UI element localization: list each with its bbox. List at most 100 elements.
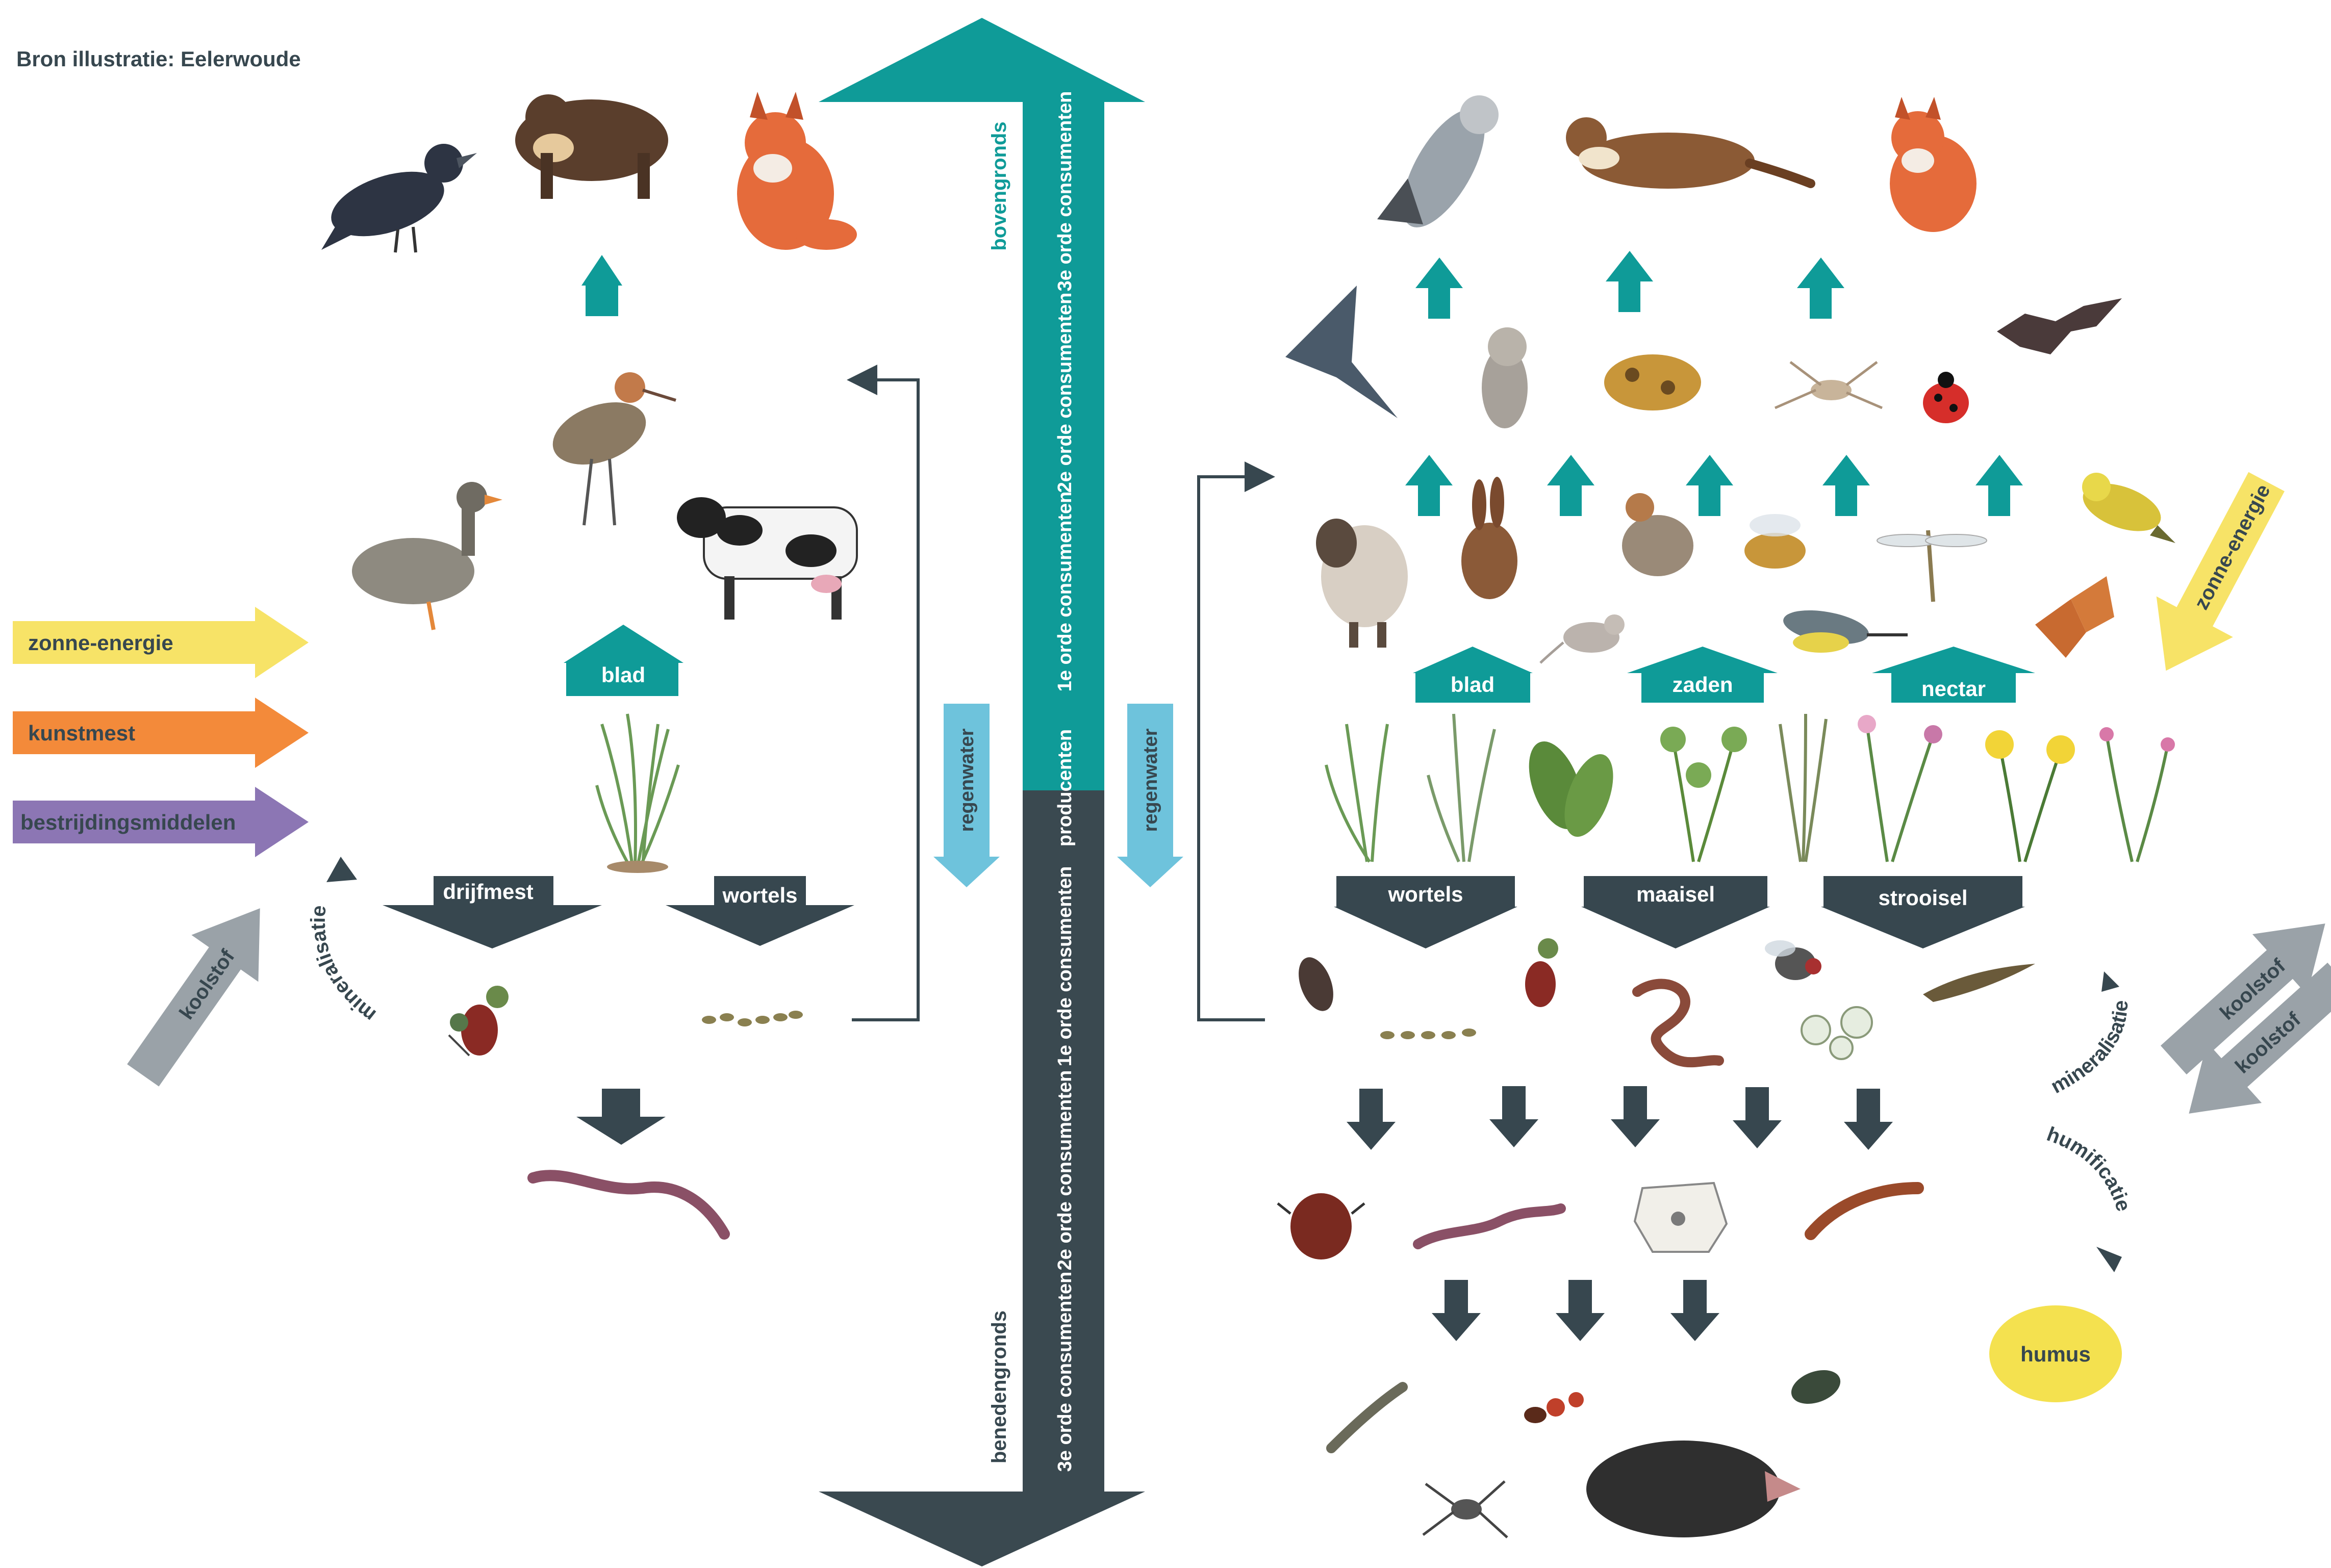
bee-icon bbox=[1744, 514, 1806, 569]
ladybird-icon bbox=[1923, 372, 1969, 423]
sun-input-arrow: zonne-energie bbox=[13, 607, 309, 678]
fly-icon bbox=[1765, 940, 1821, 980]
right-rainwater-label: regenwater bbox=[1140, 728, 1161, 832]
right-down-arrow-8 bbox=[1670, 1280, 1719, 1341]
flower-mix-icon bbox=[1858, 715, 1942, 862]
left-rainwater-label: regenwater bbox=[956, 728, 978, 832]
right-mineralisation: mineralisatie bbox=[2047, 971, 2132, 1098]
right-up-arrow-6 bbox=[1686, 455, 1733, 516]
centipede-icon bbox=[1811, 1188, 1918, 1234]
right-feedback-line bbox=[1199, 477, 1265, 1020]
seeds-label: zaden bbox=[1672, 673, 1733, 697]
level-third-below: 3e orde consumenten bbox=[1054, 1272, 1076, 1472]
right-sun-arrow: zonne-energie bbox=[2127, 461, 2304, 691]
sheep-icon bbox=[1316, 519, 1408, 648]
left-down-arrow bbox=[576, 1089, 666, 1145]
frog-icon bbox=[1604, 354, 1701, 410]
butterfly-icon bbox=[2035, 576, 2114, 658]
axis-up-arrowhead bbox=[819, 18, 1145, 102]
svg-text:humificatie: humificatie bbox=[2044, 1123, 2135, 1214]
svg-text:mineralisatie: mineralisatie bbox=[2047, 1000, 2132, 1098]
right-leaf-label: blad bbox=[1451, 673, 1494, 697]
humus-label: humus bbox=[2020, 1342, 2091, 1366]
left-rainwater-arrow: regenwater bbox=[933, 704, 1000, 887]
fertilizer-input-arrow: kunstmest bbox=[13, 698, 309, 768]
fungus-icon bbox=[1802, 1007, 1872, 1059]
worm-icon-right bbox=[1637, 984, 1719, 1063]
right-rainwater-arrow: regenwater bbox=[1117, 704, 1183, 887]
litter-arrow: strooisel bbox=[1821, 876, 2025, 948]
manure-label: drijfmest bbox=[443, 880, 533, 904]
larva-icon bbox=[1331, 1387, 1403, 1448]
humification-arrowhead bbox=[2096, 1247, 2122, 1272]
level-producers: producenten bbox=[1054, 729, 1076, 846]
right-down-arrow-3 bbox=[1611, 1086, 1660, 1147]
right-up-arrow-3 bbox=[1797, 258, 1844, 319]
source-credit: Bron illustratie: Eelerwoude bbox=[16, 47, 301, 71]
plantain-icon bbox=[1518, 734, 1623, 843]
mouse-icon bbox=[1540, 614, 1625, 663]
fox-icon-right bbox=[1890, 97, 1977, 232]
right-up-arrow-5 bbox=[1547, 455, 1594, 516]
earthworm-icon bbox=[533, 1175, 724, 1234]
cow-icon bbox=[677, 497, 857, 620]
sedge-icon bbox=[1780, 714, 1826, 862]
mowing-label: maaisel bbox=[1636, 882, 1715, 906]
right-leaf-arrow: blad bbox=[1413, 647, 1533, 703]
amoeba-icon bbox=[1635, 1183, 1727, 1252]
right-mineralisation-label: mineralisatie bbox=[2047, 1000, 2132, 1098]
mite-icon-right bbox=[1525, 938, 1558, 1007]
fox-icon bbox=[737, 92, 857, 250]
right-down-arrow-4 bbox=[1733, 1087, 1782, 1148]
slug-icon bbox=[1923, 964, 2035, 1002]
right-up-arrow-7 bbox=[1822, 455, 1870, 516]
svg-text:mineralisatie: mineralisatie bbox=[307, 905, 380, 1026]
swallow-icon bbox=[1285, 286, 1398, 418]
flowering-grass-icon bbox=[1428, 714, 1494, 862]
axis-top-label: bovengronds bbox=[988, 121, 1010, 250]
earthworm-icon-right bbox=[1418, 1209, 1561, 1244]
rook-icon bbox=[321, 144, 477, 252]
beetle-icon bbox=[1278, 1193, 1364, 1259]
humus-blob: humus bbox=[1989, 1305, 2122, 1402]
left-feedback-line bbox=[852, 380, 918, 1020]
left-leaf-label: blad bbox=[601, 663, 645, 687]
axis-bottom-label: benedengronds bbox=[988, 1310, 1010, 1463]
wagtail-icon bbox=[1781, 605, 1908, 653]
level-second-below: 2e orde consumenten bbox=[1054, 1070, 1076, 1271]
roots-arrow-left: wortels bbox=[666, 876, 854, 946]
left-carbon-arrow: koolstof bbox=[110, 885, 293, 1098]
mite-icon bbox=[449, 986, 509, 1056]
pesticide-input-arrow: bestrijdingsmiddelen bbox=[13, 787, 309, 857]
right-down-arrow-7 bbox=[1556, 1280, 1605, 1341]
right-down-arrow-6 bbox=[1432, 1280, 1481, 1341]
level-first-below: 1e orde consumenten bbox=[1054, 866, 1076, 1067]
dragonfly-icon bbox=[1877, 530, 1987, 602]
grass-icon bbox=[597, 714, 678, 873]
fertilizer-input-label: kunstmest bbox=[28, 721, 135, 745]
humification-label: humificatie bbox=[2044, 1123, 2135, 1214]
mowing-arrow: maaisel bbox=[1581, 876, 1770, 948]
roots-arrow-right: wortels bbox=[1334, 876, 1517, 948]
left-leaf-arrow: blad bbox=[564, 625, 683, 696]
right-up-arrow-8 bbox=[1975, 455, 2023, 516]
spider-icon-below bbox=[1423, 1481, 1507, 1537]
clover-icon bbox=[1660, 727, 1747, 862]
right-mineralisation-arrowhead bbox=[2101, 971, 2119, 992]
owl-icon bbox=[1482, 327, 1528, 428]
larvae-icon-right bbox=[1380, 1029, 1476, 1039]
plant-strip bbox=[1326, 714, 2175, 862]
cranesbill-icon bbox=[2099, 727, 2175, 862]
spider-icon bbox=[1775, 362, 1882, 408]
ground-beetle-icon bbox=[1787, 1364, 1845, 1410]
larvae-icon bbox=[702, 1011, 803, 1026]
ant-icon bbox=[1524, 1392, 1584, 1423]
grass-plant-icon bbox=[1326, 724, 1387, 862]
harrier-icon bbox=[1377, 95, 1501, 240]
godwit-icon bbox=[544, 372, 676, 525]
level-second-above: 2e orde consumenten bbox=[1054, 293, 1076, 493]
left-mineralisation-arrowhead bbox=[326, 857, 357, 882]
left-inputs: zonne-energie kunstmest bestrijdingsmidd… bbox=[13, 607, 309, 857]
marten-icon bbox=[515, 94, 668, 199]
